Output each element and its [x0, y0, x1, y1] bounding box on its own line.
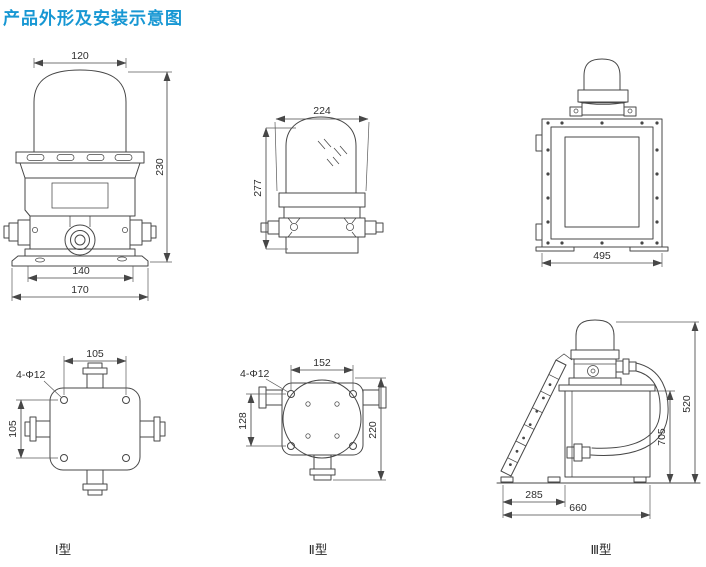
junction-box-body: [49, 387, 141, 471]
dim-type2-width: 224: [313, 105, 331, 117]
dim-type2plan-width: 152: [313, 357, 331, 369]
type3-install-drawing: 520 705 285 660: [496, 319, 701, 519]
dim-type3side-total-width: 660: [569, 502, 587, 514]
type2-front-drawing: 224 277: [252, 105, 384, 254]
mounting-platform: [558, 384, 656, 392]
mounting-base: [11, 248, 149, 267]
lower-body: [285, 236, 359, 254]
dim-type2-height: 277: [252, 179, 264, 197]
type1-label: Ⅰ型: [55, 543, 71, 557]
mounting-holes: [287, 390, 357, 450]
cable-gland-left: [3, 219, 38, 246]
cable-gland-right: [362, 386, 387, 409]
dim-type3-width: 495: [593, 250, 611, 262]
cable-gland-right: [122, 219, 157, 246]
gland-bracket: [278, 217, 366, 238]
dim-type3side-cabinet-height: 705: [656, 428, 668, 446]
type1-plan-drawing: 105 4-Φ12 105: [7, 348, 166, 496]
lamp-cap-ring: [15, 151, 145, 179]
type3-front-drawing: 495: [535, 58, 669, 267]
conduit-fitting: [566, 443, 591, 462]
type2-label: Ⅱ型: [309, 543, 328, 557]
page-title: 产品外形及安装示意图: [3, 9, 183, 28]
dim-type3side-panel-width: 285: [525, 489, 543, 501]
cable-gland-left: [258, 386, 283, 409]
cable-gland-top: [82, 362, 108, 389]
cabinet: [564, 390, 651, 478]
front-cable-entry: [64, 224, 96, 256]
dome-outline-behind: [282, 379, 362, 459]
cable-gland-bottom: [82, 469, 108, 496]
dome: [285, 116, 357, 194]
feet-and-ground: [496, 476, 701, 484]
dim-type1-hole-spacing: 140: [72, 265, 90, 277]
lamp-cable-gland: [615, 358, 637, 375]
type3-label: Ⅲ型: [590, 543, 611, 557]
flange-band: [278, 192, 366, 219]
cable-gland-left: [260, 220, 280, 235]
dome-lamp: [569, 58, 637, 117]
dim-type1plan-height: 105: [7, 420, 19, 438]
lamp-body: [24, 177, 136, 250]
enclosure-box: [541, 118, 663, 248]
dim-type1plan-width: 105: [86, 348, 104, 360]
type1-front-drawing: 120 230 140 170: [3, 50, 172, 301]
dome: [33, 69, 127, 153]
mounting-holes: [60, 396, 130, 462]
dome-lamp: [568, 319, 622, 386]
bottom-flange: [535, 246, 669, 252]
hinge-bottom: [535, 223, 543, 241]
dim-type3side-total-height: 520: [681, 395, 693, 413]
cable-gland-right: [139, 416, 166, 442]
type2-plan-drawing: 152 4-Φ12 128 220: [237, 357, 387, 481]
cable-gland-left: [24, 416, 51, 442]
dim-type2plan-total-height: 220: [367, 421, 379, 439]
hinge-top: [535, 134, 543, 152]
tilted-panel: [500, 353, 573, 477]
inner-screw-holes: [305, 401, 340, 439]
cable-gland-bottom: [309, 454, 336, 481]
dim-type1-height: 230: [154, 158, 166, 176]
cable-gland-right: [364, 220, 384, 235]
dim-type2plan-height: 128: [237, 412, 249, 430]
dim-type1-top-width: 120: [71, 50, 89, 62]
label-type1plan-holes: 4-Φ12: [16, 369, 46, 381]
label-type2plan-holes: 4-Φ12: [240, 368, 270, 380]
dim-type1-base-width: 170: [71, 284, 89, 296]
